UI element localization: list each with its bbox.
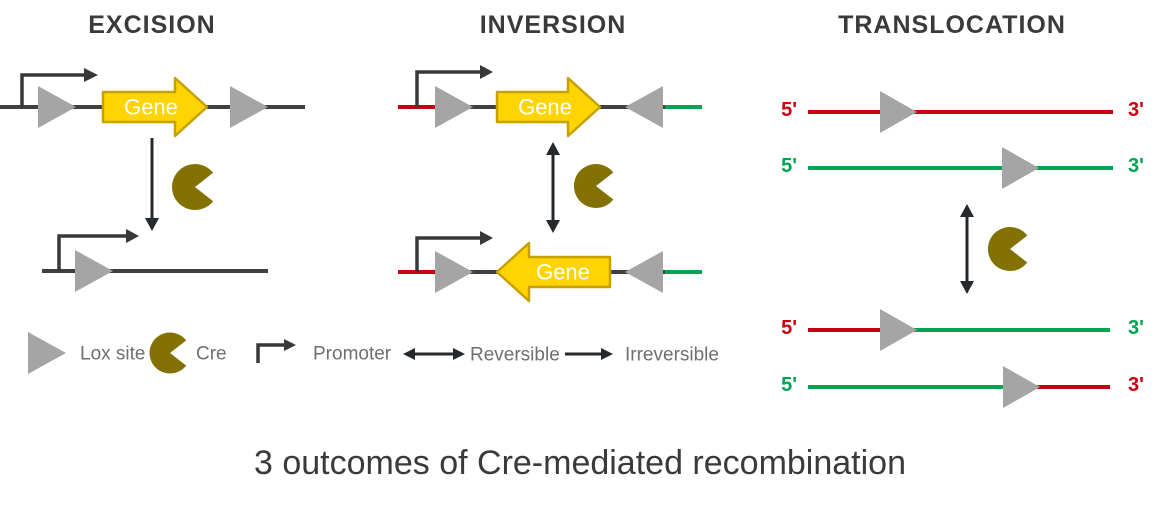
inversion-section: INVERSION Gene Gene bbox=[398, 11, 702, 303]
lox-triangle-icon bbox=[75, 250, 113, 292]
cre-pacman-icon bbox=[987, 227, 1028, 271]
lox-triangle-icon bbox=[880, 91, 917, 133]
five-prime-label: 5' bbox=[781, 155, 797, 177]
cre-pacman-icon bbox=[172, 164, 214, 210]
lox-triangle-icon bbox=[1003, 366, 1040, 408]
five-prime-label: 5' bbox=[781, 374, 797, 396]
translocation-chromosome-1: 5' 3' bbox=[781, 91, 1144, 133]
excision-title: EXCISION bbox=[88, 11, 215, 39]
five-prime-label: 5' bbox=[781, 99, 797, 121]
promoter-arrowhead-icon bbox=[480, 65, 493, 79]
lox-triangle-icon bbox=[435, 86, 473, 128]
gene-arrow bbox=[495, 76, 602, 138]
gene-label: Gene bbox=[518, 95, 572, 120]
down-arrowhead-icon bbox=[960, 281, 974, 294]
irreversible-arrow-icon bbox=[565, 348, 613, 360]
lox-triangle-flipped-icon bbox=[625, 86, 663, 128]
lox-triangle-icon bbox=[38, 86, 76, 128]
translocation-product-2: 5' 3' bbox=[781, 366, 1144, 408]
lox-triangle-flipped-icon bbox=[625, 251, 663, 293]
lox-triangle-icon bbox=[880, 309, 917, 351]
translocation-section: TRANSLOCATION 5' 3' 5' 3' 5' 3' 5 bbox=[781, 11, 1144, 408]
cre-pacman-icon bbox=[149, 332, 187, 374]
inversion-top-construct: Gene bbox=[398, 65, 702, 138]
gene-arrow-reversed bbox=[495, 241, 612, 303]
legend-cre-label: Cre bbox=[196, 344, 227, 365]
up-arrowhead-icon bbox=[546, 142, 560, 155]
down-arrowhead-icon bbox=[546, 220, 560, 233]
lox-triangle-icon bbox=[435, 251, 473, 293]
inversion-title: INVERSION bbox=[480, 11, 627, 39]
promoter-arrowhead-icon bbox=[126, 229, 139, 243]
legend-irreversible-label: Irreversible bbox=[625, 345, 719, 366]
diagram-caption: 3 outcomes of Cre-mediated recombination bbox=[254, 444, 906, 482]
promoter-arrow-icon bbox=[57, 234, 126, 271]
legend-reversible-label: Reversible bbox=[470, 345, 560, 366]
three-prime-label: 3' bbox=[1128, 317, 1144, 339]
lox-triangle-icon bbox=[230, 86, 268, 128]
gene-label: Gene bbox=[536, 260, 590, 285]
legend-lox-site-label: Lox site bbox=[80, 344, 145, 365]
promoter-arrow-icon bbox=[415, 70, 480, 107]
gene-arrow bbox=[101, 76, 209, 138]
three-prime-label: 3' bbox=[1128, 374, 1144, 396]
five-prime-label: 5' bbox=[781, 317, 797, 339]
excision-floxed-construct: Gene bbox=[0, 68, 305, 138]
legend: Lox site Cre Promoter Reversible Irrever… bbox=[28, 332, 719, 374]
translocation-title: TRANSLOCATION bbox=[838, 11, 1066, 39]
promoter-arrowhead-icon bbox=[84, 68, 98, 82]
reversible-arrow-icon bbox=[403, 348, 465, 360]
lox-triangle-icon bbox=[1002, 147, 1039, 189]
promoter-arrow-icon bbox=[20, 73, 84, 107]
promoter-arrow-icon bbox=[256, 343, 284, 363]
cre-pacman-icon bbox=[573, 164, 614, 209]
excision-product-construct bbox=[42, 229, 268, 292]
down-arrowhead-icon bbox=[145, 218, 159, 231]
excision-section: EXCISION Gene bbox=[0, 11, 305, 292]
legend-promoter-label: Promoter bbox=[313, 344, 392, 365]
promoter-arrowhead-icon bbox=[480, 231, 493, 245]
inversion-bottom-construct: Gene bbox=[398, 231, 702, 303]
promoter-arrowhead-icon bbox=[284, 339, 296, 351]
inversion-reaction-arrow bbox=[546, 142, 560, 233]
excision-reaction-arrow bbox=[145, 138, 159, 231]
up-arrowhead-icon bbox=[960, 204, 974, 217]
three-prime-label: 3' bbox=[1128, 99, 1144, 121]
gene-label: Gene bbox=[124, 95, 178, 120]
translocation-product-1: 5' 3' bbox=[781, 309, 1144, 351]
translocation-chromosome-2: 5' 3' bbox=[781, 147, 1144, 189]
three-prime-label: 3' bbox=[1128, 155, 1144, 177]
promoter-arrow-icon bbox=[415, 236, 480, 272]
translocation-reaction-arrow bbox=[960, 204, 974, 294]
lox-triangle-icon bbox=[28, 332, 66, 374]
